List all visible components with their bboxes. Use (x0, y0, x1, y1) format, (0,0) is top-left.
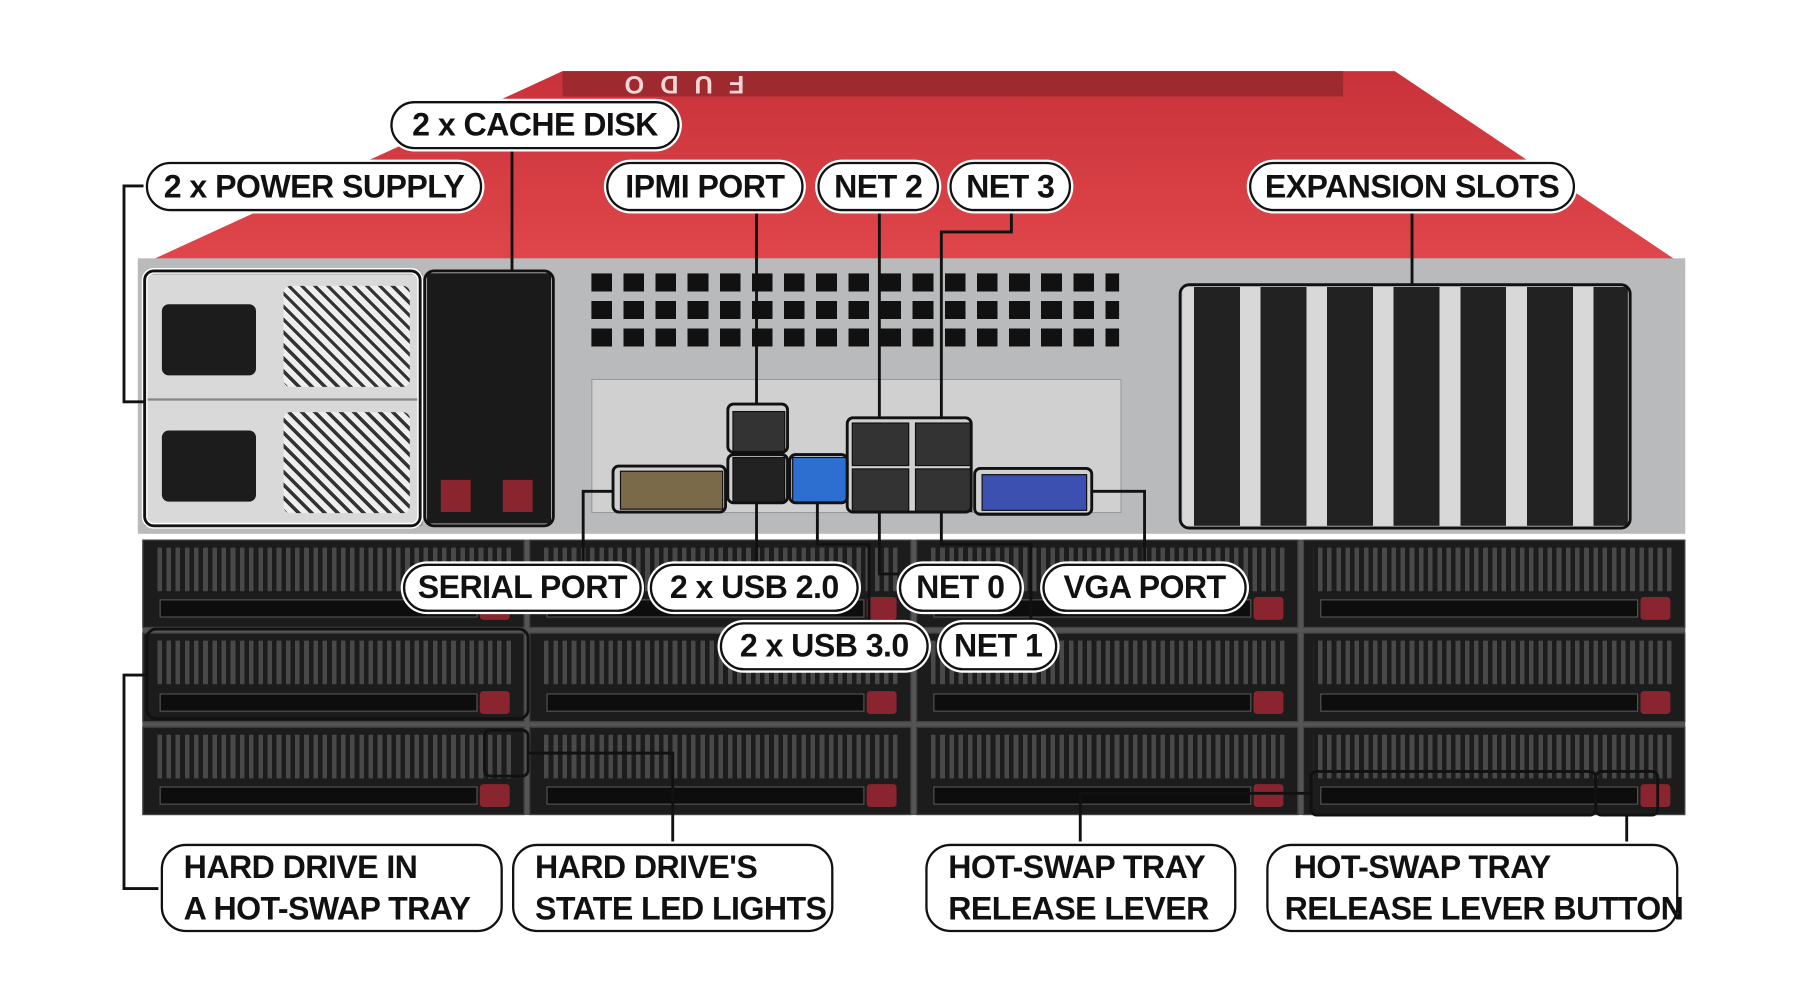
fan-icon (283, 412, 410, 514)
label-line: A HOT-SWAP TRAY (183, 890, 471, 926)
label-hard-drive-leds: HARD DRIVE'S STATE LED LIGHTS (512, 843, 834, 933)
label-line: HOT-SWAP TRAY (1293, 848, 1551, 885)
label-release-lever: HOT-SWAP TRAY RELEASE LEVER (925, 843, 1237, 933)
label-line: RELEASE LEVER BUTTON (1284, 890, 1684, 926)
tray-release-lever[interactable] (159, 692, 478, 712)
drive-bays (142, 539, 1686, 816)
tray-release-button[interactable] (479, 690, 510, 714)
drive-tray[interactable] (1302, 539, 1686, 629)
vga-port (981, 474, 1088, 511)
label-net2: NET 2 (817, 161, 940, 212)
tray-release-lever[interactable] (933, 786, 1252, 805)
label-line: HARD DRIVE IN (183, 848, 418, 885)
tray-mesh (1313, 640, 1675, 685)
label-hard-drive-tray: HARD DRIVE IN A HOT-SWAP TRAY (160, 843, 503, 933)
label-net3: NET 3 (949, 161, 1072, 212)
drive-tray[interactable] (916, 726, 1299, 816)
tray-release-button[interactable] (866, 690, 897, 714)
label-ipmi-port: IPMI PORT (606, 161, 804, 212)
serial-port (619, 470, 724, 510)
label-release-lever-button: HOT-SWAP TRAY RELEASE LEVER BUTTON (1266, 843, 1684, 933)
tray-mesh (152, 734, 515, 778)
tray-release-lever[interactable] (1320, 786, 1639, 805)
tray-release-button[interactable] (1640, 597, 1671, 621)
label-cache-disk: 2 x CACHE DISK (390, 101, 680, 150)
label-usb30: 2 x USB 3.0 (719, 622, 929, 671)
drive-tray[interactable] (142, 632, 525, 722)
tray-release-button[interactable] (1253, 784, 1284, 808)
label-line: HOT-SWAP TRAY (948, 848, 1206, 885)
tray-release-lever[interactable] (546, 786, 865, 805)
vent-grille (591, 273, 1120, 354)
tray-release-button[interactable] (1253, 690, 1284, 714)
tray-mesh (926, 734, 1289, 778)
label-line: STATE LED LIGHTS (534, 890, 827, 926)
tray-release-button[interactable] (866, 597, 897, 621)
label-line: RELEASE LEVER (948, 890, 1209, 926)
tray-mesh (1313, 547, 1675, 592)
label-power-supply: 2 x POWER SUPPLY (145, 161, 483, 212)
tray-mesh (152, 640, 515, 685)
fan-icon (283, 285, 410, 387)
drive-tray[interactable] (142, 726, 525, 816)
label-net1: NET 1 (939, 622, 1058, 671)
expansion-slots (1182, 287, 1628, 526)
tray-release-lever[interactable] (933, 692, 1252, 712)
net0-port (851, 468, 910, 513)
label-expansion-slots: EXPANSION SLOTS (1249, 161, 1576, 212)
power-socket-icon (161, 430, 257, 502)
power-socket-icon (161, 304, 257, 376)
tray-mesh (152, 547, 515, 592)
drive-tray[interactable] (1302, 632, 1686, 722)
tray-release-lever[interactable] (1320, 599, 1639, 619)
label-usb20: 2 x USB 2.0 (649, 563, 859, 612)
label-line: HARD DRIVE'S (534, 848, 758, 885)
tray-release-button[interactable] (866, 784, 897, 808)
cache-disk-bays (427, 273, 552, 524)
tray-release-lever[interactable] (1320, 692, 1639, 712)
tray-mesh (539, 734, 902, 778)
label-serial-port: SERIAL PORT (402, 563, 642, 612)
tray-release-lever[interactable] (159, 786, 478, 805)
ipmi-port (732, 410, 786, 453)
tray-release-button[interactable] (1640, 690, 1671, 714)
tray-release-button[interactable] (479, 784, 510, 808)
tray-release-lever[interactable] (546, 692, 865, 712)
label-net0: NET 0 (898, 563, 1022, 612)
tray-release-button[interactable] (1640, 784, 1671, 808)
tray-release-button[interactable] (1253, 597, 1284, 621)
label-vga-port: VGA PORT (1042, 563, 1247, 612)
net2-port (851, 422, 910, 467)
net3-port (914, 422, 973, 467)
drive-tray[interactable] (529, 726, 912, 816)
